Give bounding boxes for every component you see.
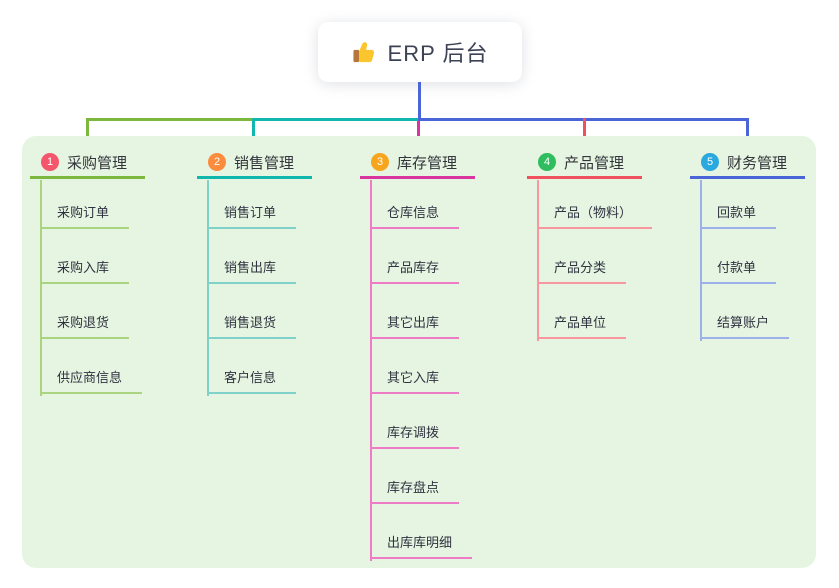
branch-number-badge: 4 [538, 153, 556, 171]
leaf-node[interactable]: 其它出库 [370, 315, 460, 339]
branch-label: 财务管理 [727, 154, 788, 172]
leaf-node[interactable]: 产品库存 [370, 260, 460, 284]
root-title: ERP 后台 [387, 41, 489, 66]
branch-number-badge: 5 [701, 153, 719, 171]
branch-child-line [700, 180, 702, 341]
leaf-node[interactable]: 销售订单 [207, 205, 297, 229]
branch-child-line [370, 180, 372, 561]
leaf-node[interactable]: 供应商信息 [40, 370, 143, 394]
branch-label: 库存管理 [397, 154, 458, 172]
connector-drop-product [583, 118, 586, 146]
branch-label: 采购管理 [67, 154, 128, 172]
leaf-node[interactable]: 仓库信息 [370, 205, 460, 229]
branch-node-finance[interactable]: 5 财务管理 [690, 148, 805, 179]
branch-label: 销售管理 [234, 154, 295, 172]
connector-root-stem [418, 82, 421, 119]
branch-node-inventory[interactable]: 3 库存管理 [360, 148, 475, 179]
leaf-node[interactable]: 客户信息 [207, 370, 297, 394]
background-panel [22, 136, 816, 568]
leaf-node[interactable]: 付款单 [700, 260, 777, 284]
leaf-node[interactable]: 产品单位 [537, 315, 627, 339]
leaf-node[interactable]: 采购订单 [40, 205, 130, 229]
branch-number-badge: 2 [208, 153, 226, 171]
leaf-node[interactable]: 出库库明细 [370, 535, 473, 559]
leaf-node[interactable]: 产品分类 [537, 260, 627, 284]
branch-node-product[interactable]: 4 产品管理 [527, 148, 642, 179]
connector-drop-inventory [417, 121, 420, 146]
leaf-node[interactable]: 回款单 [700, 205, 777, 229]
branch-child-line [40, 180, 42, 396]
branch-node-sales[interactable]: 2 销售管理 [197, 148, 312, 179]
leaf-node[interactable]: 采购退货 [40, 315, 130, 339]
leaf-node[interactable]: 结算账户 [700, 315, 790, 339]
connector-drop-sales [252, 118, 255, 146]
connector-drop-purchase [86, 118, 89, 146]
leaf-node[interactable]: 销售出库 [207, 260, 297, 284]
leaf-node[interactable]: 库存调拨 [370, 425, 460, 449]
branch-child-line [537, 180, 539, 341]
branch-number-badge: 1 [41, 153, 59, 171]
branch-number-badge: 3 [371, 153, 389, 171]
branch-child-line [207, 180, 209, 396]
leaf-node[interactable]: 产品（物料） [537, 205, 653, 229]
leaf-node[interactable]: 销售退货 [207, 315, 297, 339]
thumbs-up-icon [352, 39, 378, 65]
leaf-node[interactable]: 库存盘点 [370, 480, 460, 504]
leaf-node[interactable]: 其它入库 [370, 370, 460, 394]
leaf-node[interactable]: 采购入库 [40, 260, 130, 284]
connector-drop-finance [746, 118, 749, 146]
connector-horizontal-teal [253, 118, 419, 121]
root-node[interactable]: ERP 后台 [318, 22, 522, 82]
connector-horizontal-green [87, 118, 254, 121]
branch-node-purchase[interactable]: 1 采购管理 [30, 148, 145, 179]
branch-label: 产品管理 [564, 154, 625, 172]
